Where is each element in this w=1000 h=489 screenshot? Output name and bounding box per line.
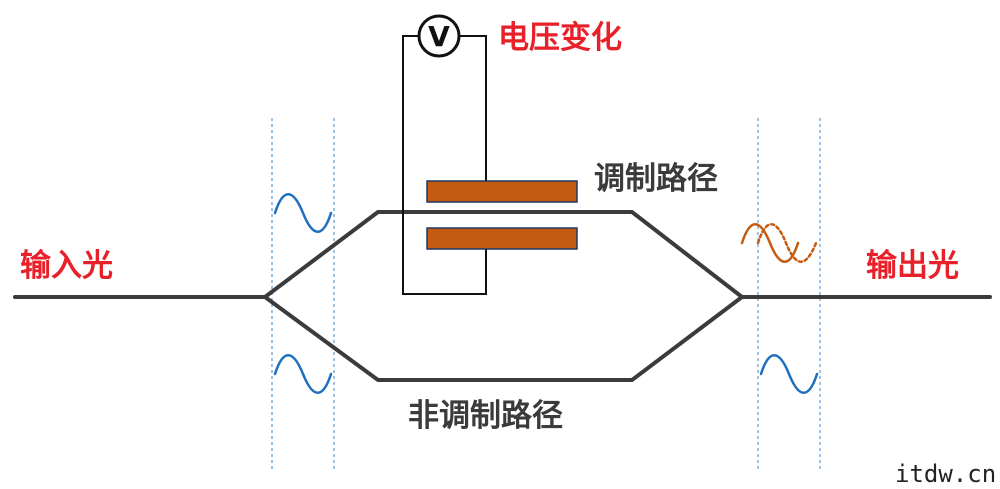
wave-upper-output-dotted-icon — [756, 223, 818, 263]
label-voltage-change: 电压变化 — [498, 20, 622, 56]
upper-arm — [263, 210, 744, 299]
wave-lower-output-icon — [759, 354, 819, 394]
circuit-wire-left — [402, 35, 487, 295]
light-waves — [273, 193, 819, 394]
voltmeter-symbol: V — [428, 20, 450, 53]
label-output-light: 输出光 — [866, 248, 959, 284]
label-modulated-path: 调制路径 — [594, 161, 718, 197]
circuit-wire-right — [460, 35, 487, 182]
electrode-upper — [426, 180, 578, 203]
wave-upper-output-solid-icon — [740, 223, 800, 263]
voltage-circuit — [402, 35, 487, 295]
label-input-light: 输入光 — [20, 248, 113, 284]
watermark: itdw.cn — [895, 460, 996, 488]
label-unmodulated-path: 非调制路径 — [408, 398, 563, 434]
wave-upper-input-icon — [273, 193, 333, 233]
lower-arm — [263, 295, 744, 382]
wave-lower-input-icon — [273, 354, 333, 394]
waveguide — [13, 210, 992, 382]
voltmeter: V — [417, 14, 461, 58]
voltmeter-circle — [417, 14, 461, 58]
electrode-lower — [426, 227, 578, 250]
